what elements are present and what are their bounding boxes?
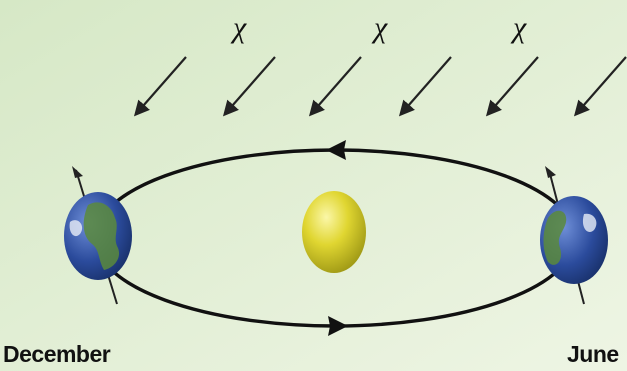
label-december: December bbox=[3, 341, 111, 367]
chi-label-3: χ bbox=[510, 11, 527, 44]
chi-label-1: χ bbox=[230, 11, 247, 44]
chi-label-2: χ bbox=[371, 11, 388, 44]
sun bbox=[302, 191, 366, 273]
label-june: June bbox=[567, 341, 619, 367]
